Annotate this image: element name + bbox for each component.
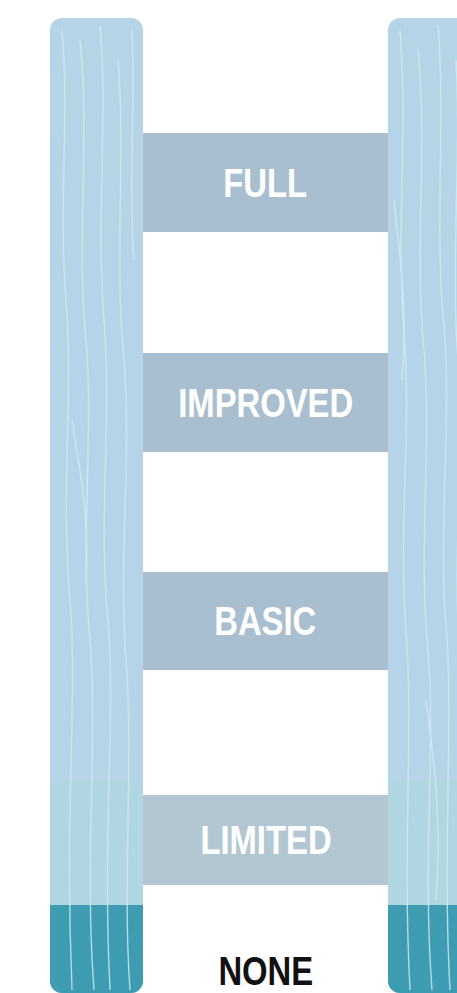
water-deep (0, 905, 457, 993)
wood-grain (62, 25, 457, 990)
rung-label: IMPROVED (178, 383, 353, 423)
ladder-level-label: NONE (143, 948, 388, 993)
rung-band: LIMITED (143, 795, 388, 885)
rung-label: FULL (224, 163, 308, 203)
rung-label: LIMITED (200, 820, 331, 860)
rung-band: IMPROVED (143, 353, 388, 452)
water-shallow (0, 780, 457, 905)
rung-band: BASIC (143, 572, 388, 670)
rung-band: FULL (143, 133, 388, 232)
level-label: NONE (218, 951, 313, 991)
rung-label: BASIC (214, 601, 316, 641)
